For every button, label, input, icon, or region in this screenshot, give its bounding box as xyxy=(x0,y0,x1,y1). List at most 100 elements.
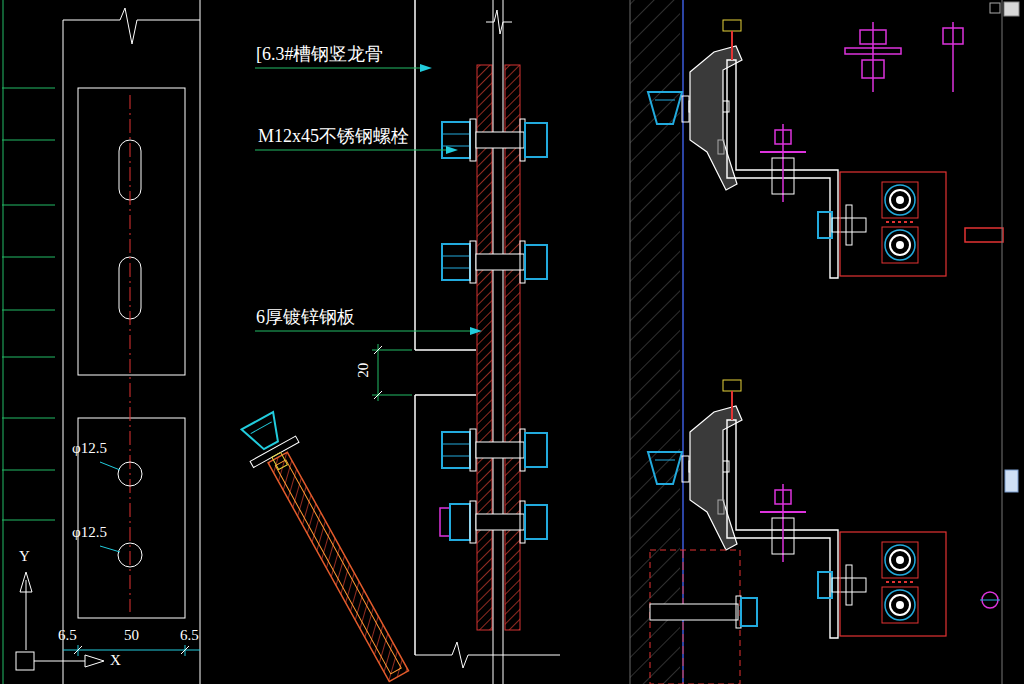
axis-label: Y xyxy=(19,548,30,565)
anchor-bolt-part xyxy=(272,452,288,469)
channel-plate-section-part xyxy=(415,394,476,396)
channel-plate-section xyxy=(372,0,560,684)
axis-label: X xyxy=(110,652,121,669)
detail-symbols-part xyxy=(862,60,884,78)
leader-lines-part xyxy=(470,327,482,335)
leader-lines-part xyxy=(420,64,432,72)
anchor-bolt-part xyxy=(242,412,287,454)
bolt-set-part-part xyxy=(442,444,470,445)
bolt-set-part-part xyxy=(470,241,476,283)
leader-lines-part xyxy=(255,150,448,151)
slotted-plate-view-part xyxy=(78,88,185,375)
part-label: 6厚镀锌钢板 xyxy=(256,308,355,328)
wall-anchor-part xyxy=(650,550,740,684)
anchor-bolt xyxy=(235,408,422,684)
scroll-bar-part xyxy=(1002,0,1003,684)
scroll-bar xyxy=(990,0,1019,684)
channel-plate-section-part xyxy=(374,391,382,399)
bolt-set-part-part xyxy=(442,256,470,257)
bracket-assembly xyxy=(648,20,946,638)
channel-plate-section-part xyxy=(415,349,476,351)
slotted-plate-view-part xyxy=(63,8,200,44)
anchor-bolt-part xyxy=(251,422,272,434)
slotted-plate-view-part xyxy=(2,140,55,141)
slotted-plate-view-part xyxy=(200,0,201,684)
part-label: [6.3#槽钢竖龙骨 xyxy=(256,45,384,65)
dimension-text: 20 xyxy=(355,363,372,378)
bolt-set-part-part xyxy=(525,245,547,279)
bolt-set-part-part xyxy=(476,514,524,530)
detail-symbols-part xyxy=(952,22,954,92)
bolt-set-part-part xyxy=(442,432,470,468)
channel-plate-section-part xyxy=(505,65,520,630)
slotted-plate-view-part xyxy=(118,543,142,567)
slotted-plate-view-part xyxy=(2,205,55,206)
channel-plate-section-part xyxy=(477,65,492,630)
channel-plate-section-part xyxy=(414,0,416,350)
slotted-plate-view-part xyxy=(3,0,4,684)
detail-symbols-part xyxy=(860,30,886,44)
slotted-plate-view-part xyxy=(181,646,189,654)
ucs-icon-part xyxy=(26,580,27,650)
slotted-plate-view-part xyxy=(100,462,120,470)
ucs-icon-part xyxy=(16,652,34,670)
channel-plate-section-part xyxy=(374,346,382,354)
leader-lines-part xyxy=(446,146,458,154)
scroll-bar-part xyxy=(990,3,1000,13)
bolt-set-part-part xyxy=(525,433,547,467)
wall-section xyxy=(630,0,683,684)
channel-plate-section-part xyxy=(503,0,504,684)
bolt-set-part-part xyxy=(450,504,470,540)
wall-anchor-part xyxy=(741,598,757,626)
slotted-plate-view-part xyxy=(2,310,55,311)
detail-symbols-part xyxy=(965,228,1003,242)
wall-anchor-part xyxy=(650,604,738,620)
slotted-plate-view-part xyxy=(2,257,55,258)
scroll-bar-part xyxy=(1005,470,1018,492)
bolt-set-part-part xyxy=(442,244,470,280)
bolt-set-part-part xyxy=(525,505,547,539)
bolt-set-part-part xyxy=(476,254,524,270)
bolt-set-part-part xyxy=(442,456,470,457)
bolt-set-part-part xyxy=(442,122,470,158)
detail-symbols-part xyxy=(872,22,874,92)
ucs-icon xyxy=(16,572,104,670)
leader-lines-part xyxy=(255,68,422,69)
leader-lines xyxy=(255,64,482,335)
slotted-plate-view-part xyxy=(2,470,55,471)
bolt-set-part-part xyxy=(442,134,470,135)
diameter-callout: φ12.5 xyxy=(72,440,107,457)
scroll-bar-part xyxy=(1004,2,1019,16)
bolt-set-part-part xyxy=(476,442,524,458)
channel-plate-section-part xyxy=(414,395,416,655)
detail-symbols-part xyxy=(943,28,963,44)
slotted-plate-view-part xyxy=(2,520,55,521)
bolt-set-part-part xyxy=(470,501,476,543)
bolt-set-part xyxy=(442,429,547,471)
ucs-icon-part xyxy=(34,661,85,662)
slotted-plate-view-part xyxy=(100,546,120,552)
dimension-text: 6.5 xyxy=(58,627,77,644)
slotted-plate-view-part xyxy=(130,95,131,612)
wall-section-part xyxy=(630,0,631,684)
slotted-plate-view-part xyxy=(2,357,55,358)
detail-symbols xyxy=(845,22,1003,608)
detail-symbols-part xyxy=(980,600,1000,601)
bolt-set-part-part xyxy=(470,119,476,161)
dimension-text: 50 xyxy=(124,627,139,644)
part-label: M12x45不锈钢螺栓 xyxy=(258,127,409,147)
slotted-plate-view-part xyxy=(63,650,200,651)
bolt-set-part-part xyxy=(470,429,476,471)
channel-plate-section-part xyxy=(378,344,379,401)
anchor-bolt-part xyxy=(275,460,401,674)
slotted-plate-view-part xyxy=(118,462,142,486)
channel-plate-section-part xyxy=(493,0,494,684)
bolt-set-part-part xyxy=(442,268,470,269)
channel-plate-section-part xyxy=(486,10,512,34)
slotted-plate-view xyxy=(2,0,200,684)
wall-anchor xyxy=(650,550,757,684)
